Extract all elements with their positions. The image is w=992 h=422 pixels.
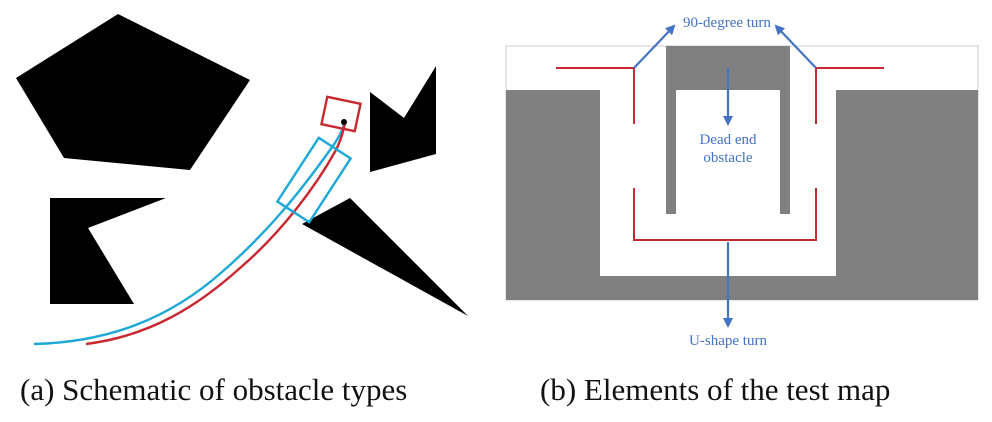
dead-end-label-line2: obstacle bbox=[703, 150, 752, 166]
arrow-notch-obstacle bbox=[50, 198, 166, 304]
trailer-rectangle bbox=[275, 136, 353, 224]
turn-90-label: 90-degree turn bbox=[683, 15, 771, 31]
blue-trajectory bbox=[33, 119, 346, 346]
caption-a: (a) Schematic of obstacle types bbox=[20, 372, 408, 407]
u-path-line bbox=[633, 188, 817, 241]
pentagon-obstacle bbox=[16, 14, 250, 170]
red-trajectory bbox=[85, 122, 347, 346]
map-wall-region bbox=[506, 90, 978, 300]
triangle-obstacle bbox=[302, 198, 468, 316]
u-turn-label: U-shape turn bbox=[689, 333, 767, 349]
vehicle-rectangle bbox=[320, 95, 362, 133]
v-notch-obstacle bbox=[370, 66, 436, 172]
obstacle-schematic bbox=[16, 14, 468, 346]
dead-end-obstacle bbox=[666, 46, 790, 214]
dead-end-label-line1: Dead end bbox=[699, 132, 757, 148]
test-map: 90-degree turn Dead end obstacle U-shape… bbox=[505, 15, 979, 349]
turn-arrow-left bbox=[633, 24, 676, 69]
hitch-point bbox=[341, 119, 347, 125]
turn-arrow-right bbox=[774, 24, 817, 69]
caption-b: (b) Elements of the test map bbox=[540, 372, 891, 407]
